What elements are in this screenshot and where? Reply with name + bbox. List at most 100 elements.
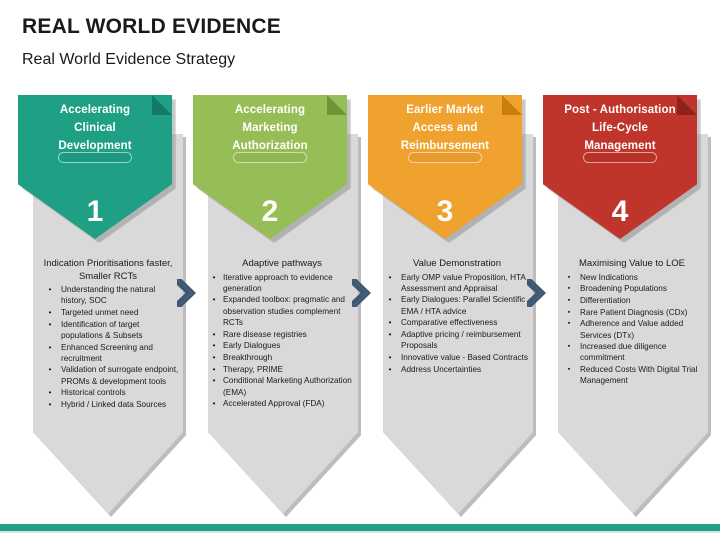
bullet-marker-icon: • xyxy=(48,319,52,329)
list-item: •Validation of surrogate endpoint, PROMs… xyxy=(35,364,181,386)
bullet-marker-icon: ▪ xyxy=(567,273,571,281)
bullet-marker-icon: • xyxy=(48,285,52,294)
bottom-accent-bar-shadow xyxy=(0,531,720,533)
banner-slot-icon xyxy=(408,152,482,163)
list-item-label: Enhanced Screening and recruitment xyxy=(61,342,153,363)
stage-banner-title-line: Authorization xyxy=(232,140,308,152)
chevron-right-icon xyxy=(522,276,548,310)
stage-banner-title-line: Accelerating xyxy=(59,104,131,116)
list-item-label: Rare disease registries xyxy=(223,329,307,339)
bullet-marker-icon: • xyxy=(212,399,216,409)
bullet-marker-icon: • xyxy=(388,272,392,282)
list-item-label: Early Dialogues xyxy=(223,341,281,351)
bullet-marker-icon: • xyxy=(212,341,216,351)
list-item: • Targeted unmet need xyxy=(35,307,181,318)
bullet-marker-icon: ▪ xyxy=(567,320,571,328)
list-item-label: Innovative value - Based Contracts xyxy=(401,352,528,362)
list-item: • Identification of target populations & … xyxy=(35,319,181,341)
list-item: •Iterative approach to evidence generati… xyxy=(204,272,360,294)
list-item: • Conditional Marketing Authorization (EM… xyxy=(204,375,360,397)
bullet-marker-icon: ▪ xyxy=(567,343,571,351)
list-item: ▪ Differentiation xyxy=(551,295,713,306)
bullet-marker-icon: • xyxy=(212,329,216,339)
stage-banner-title-line: Post - Authorisation xyxy=(564,104,676,116)
list-item: • Address Uncertainties xyxy=(376,364,538,375)
bullet-marker-icon: ▪ xyxy=(567,285,571,293)
stage-banner-title-line: Management xyxy=(584,140,656,152)
list-item-label: New Indications xyxy=(580,272,638,282)
list-item-label: Address Uncertainties xyxy=(401,364,482,374)
stage-banner-title-line: Earlier Market xyxy=(406,104,484,116)
bullet-marker-icon: • xyxy=(48,307,52,317)
list-item-label: Increased due diligence commitment xyxy=(580,342,667,363)
banner-slot-icon xyxy=(58,152,132,163)
bullet-marker-icon: • xyxy=(212,364,216,374)
stage-content: Value Demonstration •Early OMP value Prop… xyxy=(376,258,538,375)
list-item: • Historical controls xyxy=(35,387,181,398)
list-item: • Breakthrough xyxy=(204,352,360,363)
list-item-label: Differentiation xyxy=(580,295,631,305)
bullet-marker-icon: • xyxy=(212,376,216,386)
list-item-label: Expanded toolbox: pragmatic and observat… xyxy=(223,295,345,327)
list-item-label: Reduced Costs With Digital Trial Managem… xyxy=(580,365,698,386)
list-item: •Therapy, PRIME xyxy=(204,364,360,375)
list-item: ▪ Increased due diligence commitment xyxy=(551,341,713,363)
stage-number: 1 xyxy=(86,195,104,228)
bullet-marker-icon: • xyxy=(48,388,52,398)
stage-number: 3 xyxy=(436,195,454,228)
stage-number: 4 xyxy=(611,195,629,228)
stage-banner-title-line: Life-Cycle xyxy=(592,122,648,134)
list-item-label: Adherence and Value added Services (DTx) xyxy=(580,319,684,340)
list-item-label: Comparative effectiveness xyxy=(401,318,498,328)
list-item-label: Rare Patient Diagnosis (CDx) xyxy=(580,307,688,317)
list-item-label: Targeted unmet need xyxy=(61,307,139,317)
list-item: ▪ Adherence and Value added Services (DTx… xyxy=(551,318,713,340)
stage-bullet-list: •Early OMP value Proposition, HTA Assess… xyxy=(376,272,538,375)
list-item-label: Accelerated Approval (FDA) xyxy=(223,399,325,409)
bullet-marker-icon: ▪ xyxy=(567,296,571,304)
list-item: •Adaptive pricing / reimbursement Propos… xyxy=(376,329,538,351)
list-item-label: Validation of surrogate endpoint, PROMs … xyxy=(61,365,179,386)
stage-content-heading: Maximising Value to LOE xyxy=(579,258,685,269)
list-item: ▪ New Indications xyxy=(551,272,713,283)
list-item: • Early Dialogues xyxy=(204,340,360,351)
list-item: •Expanded toolbox: pragmatic and observa… xyxy=(204,294,360,328)
list-item: • Understanding the natural history, SOC xyxy=(35,284,181,306)
banner-slot-icon xyxy=(233,152,307,163)
list-item-label: Understanding the natural history, SOC xyxy=(61,285,156,306)
stage-banner-title-line: Marketing xyxy=(242,122,298,134)
stage-content: Adaptive pathways•Iterative approach to … xyxy=(204,258,360,410)
bullet-marker-icon: • xyxy=(388,364,392,374)
list-item-label: Conditional Marketing Authorization (EMA… xyxy=(223,376,352,397)
stage-banner-title-line: Clinical xyxy=(74,122,116,134)
list-item-label: Broadening Populations xyxy=(580,284,667,294)
list-item-label: Breakthrough xyxy=(223,352,273,362)
list-item-label: Historical controls xyxy=(61,388,126,398)
list-item: ▪Rare Patient Diagnosis (CDx) xyxy=(551,307,713,318)
stage-content-heading: Indication Prioritisations faster, Small… xyxy=(43,258,173,282)
list-item: • Innovative value - Based Contracts xyxy=(376,352,538,363)
stage-bullet-list: ▪New Indications▪Broadening Populations▪… xyxy=(551,272,713,387)
list-item-label: Identification of target populations & S… xyxy=(61,319,143,340)
bullet-marker-icon: • xyxy=(212,352,216,362)
list-item: •Enhanced Screening and recruitment xyxy=(35,342,181,364)
stage-content: Maximising Value to LOE▪New Indications▪… xyxy=(551,258,713,387)
bullet-marker-icon: ▪ xyxy=(567,366,571,374)
list-item-label: Early Dialogues: Parallel Scientific EMA… xyxy=(401,295,526,316)
list-item: •Comparative effectiveness xyxy=(376,317,538,328)
stage-banner-title-line: Accelerating xyxy=(234,104,306,116)
bullet-marker-icon: • xyxy=(212,272,216,282)
stage-content: Indication Prioritisations faster, Small… xyxy=(35,258,181,411)
bullet-marker-icon: • xyxy=(388,330,392,340)
list-item: ▪ Reduced Costs With Digital Trial Manage… xyxy=(551,364,713,386)
bottom-accent-bar xyxy=(0,524,720,531)
bullet-marker-icon: • xyxy=(388,352,392,362)
list-item: •Early Dialogues: Parallel Scientific EM… xyxy=(376,294,538,316)
stage-content-heading: Value Demonstration xyxy=(412,258,501,269)
